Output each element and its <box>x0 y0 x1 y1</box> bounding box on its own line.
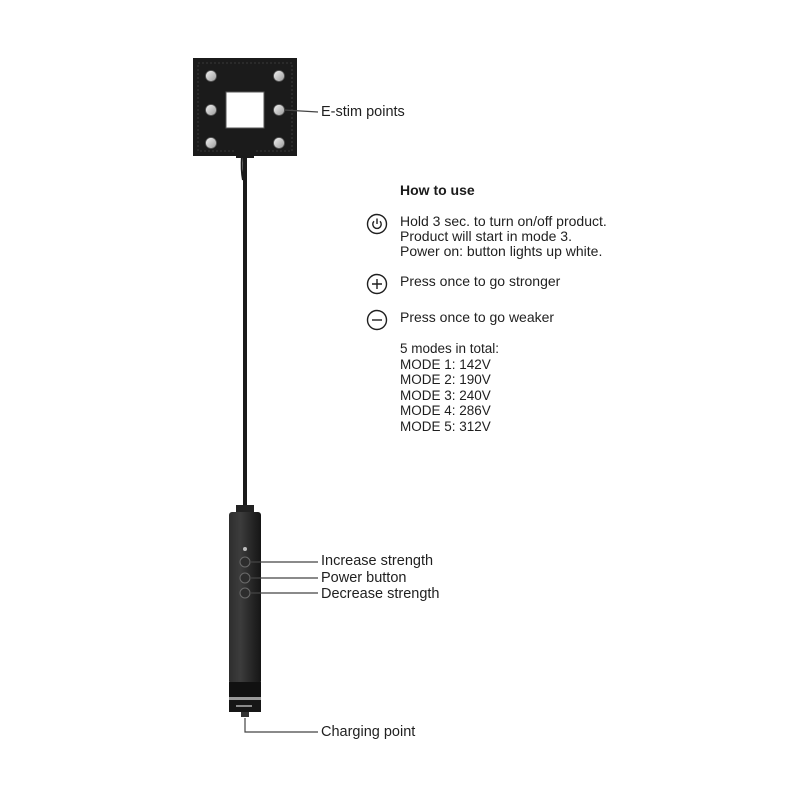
plus-circle-icon <box>366 273 388 295</box>
mode-item: MODE 3: 240V <box>400 387 491 403</box>
power-instruction-line: Hold 3 sec. to turn on/off product. <box>400 213 607 229</box>
decrease-strength-label: Decrease strength <box>321 586 440 602</box>
charging-point-label: Charging point <box>321 724 416 740</box>
power-instruction-line: Power on: button lights up white. <box>400 243 603 259</box>
estim-stud <box>273 104 285 116</box>
plus-instruction-text: Press once to go stronger <box>400 273 561 289</box>
charging-leader <box>244 718 318 733</box>
paddle-handle <box>229 505 261 717</box>
power-instruction-line: Product will start in mode 3. <box>400 228 572 244</box>
mode-item: MODE 5: 312V <box>400 418 491 434</box>
estim-points <box>205 70 285 149</box>
increase-button <box>239 556 251 568</box>
leader-lines <box>244 109 319 733</box>
estim-leader <box>283 109 319 113</box>
mode-item: MODE 1: 142V <box>400 356 491 372</box>
estim-stud <box>205 70 217 82</box>
mode-item: MODE 4: 286V <box>400 403 491 418</box>
charging-port <box>241 712 249 717</box>
power-button-label: Power button <box>321 570 407 586</box>
estim-stud <box>273 137 285 149</box>
minus-instruction-text: Press once to go weaker <box>400 309 555 325</box>
modes-list: 5 modes in total: MODE 1: 142V MODE 2: 1… <box>400 341 499 434</box>
estim-stud <box>205 137 217 149</box>
minus-circle-icon <box>366 309 388 331</box>
power-button <box>239 572 251 584</box>
estim-stud <box>205 104 217 116</box>
decrease-button <box>239 587 251 599</box>
estim-stud <box>273 70 285 82</box>
mode-item: MODE 2: 190V <box>400 372 491 387</box>
how-to-use-title: How to use <box>400 182 475 198</box>
estim-points-label: E-stim points <box>321 104 405 120</box>
modes-heading: 5 modes in total: <box>400 341 500 356</box>
power-icon <box>366 213 388 235</box>
increase-strength-label: Increase strength <box>321 553 434 569</box>
